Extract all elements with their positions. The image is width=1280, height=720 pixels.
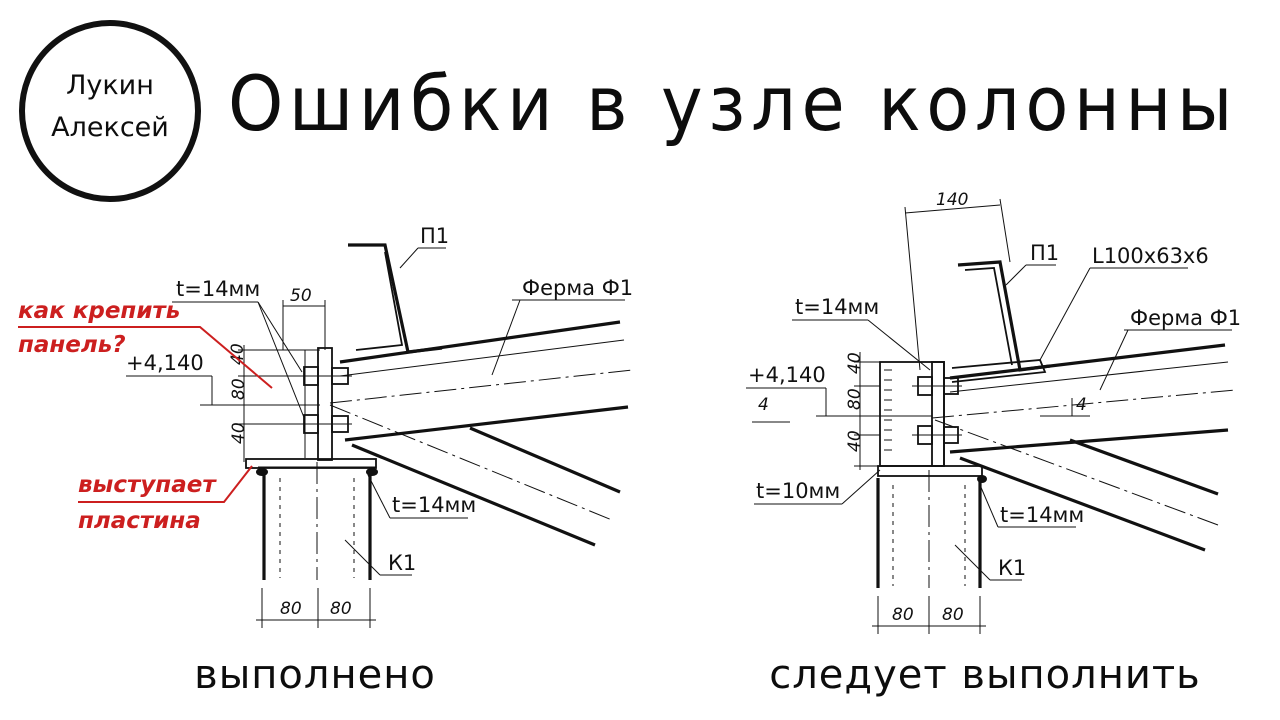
- left-bolts: [298, 366, 352, 434]
- left-base-plate: [245, 458, 377, 469]
- right-mid-plate-thickness: t=10мм: [756, 479, 840, 503]
- left-dim-80: 80: [229, 378, 249, 400]
- author-badge: Лукин Алексей: [19, 20, 201, 202]
- left-note-panel-line2: панель?: [18, 332, 126, 358]
- right-dim-80-right: 80: [942, 605, 964, 625]
- right-plate-hatch: [884, 369, 892, 451]
- right-dim-40-bottom: 40: [845, 430, 865, 452]
- left-dim-40-top: 40: [228, 343, 248, 365]
- left-dim-80-right: 80: [330, 599, 352, 619]
- right-column-label: К1: [998, 556, 1026, 580]
- right-bolts: [912, 376, 962, 445]
- right-dim-80-left: 80: [892, 605, 914, 625]
- left-dim-50: 50: [290, 286, 312, 306]
- author-last-name: Алексей: [51, 112, 169, 143]
- right-top-plate-thickness: t=14мм: [795, 295, 879, 319]
- left-weld-left: [256, 468, 268, 476]
- left-column-label: К1: [388, 551, 416, 575]
- left-truss-diagonal: [329, 404, 621, 547]
- left-truss-label: Ферма Ф1: [522, 276, 633, 300]
- right-dim-140: 140: [936, 190, 968, 210]
- right-caption: следует выполнить: [769, 652, 1201, 698]
- right-weld-4-left: 4: [758, 395, 769, 415]
- right-truss-diagonal: [934, 419, 1219, 552]
- left-flange-plate: [317, 347, 333, 461]
- left-weld-right: [366, 468, 378, 476]
- right-dim-40-top: 40: [845, 352, 865, 374]
- left-note-panel-leader: [18, 326, 273, 389]
- left-bottom-plate-thickness: t=14мм: [392, 493, 476, 517]
- left-truss-top-chord: [329, 320, 633, 442]
- left-note-plate-line2: пластина: [78, 508, 201, 534]
- right-dim-80: 80: [845, 388, 865, 410]
- right-elevation: +4,140: [748, 363, 826, 387]
- left-dim-40-bottom: 40: [229, 422, 249, 444]
- right-bottom-plate-thickness: t=14мм: [1000, 503, 1084, 527]
- right-panel-profile: [957, 260, 1051, 372]
- right-weld-4-right: 4: [1076, 395, 1087, 415]
- left-node-drawing: П1 Ферма Ф1 К1 t=14мм t=14мм 50 40 80 40…: [18, 224, 633, 698]
- right-node-drawing: 140 П1 L100x63x6 Ферма Ф1 К1 t=14мм t=14…: [746, 190, 1241, 698]
- left-dim-80-left: 80: [280, 599, 302, 619]
- right-cap-plate: [877, 465, 983, 477]
- left-note-plate-leader: [78, 465, 253, 503]
- left-panel-profile: [348, 243, 443, 354]
- left-elevation: +4,140: [126, 351, 204, 375]
- left-panel-label: П1: [420, 224, 449, 248]
- right-panel-label: П1: [1030, 241, 1059, 265]
- left-note-panel-line1: как крепить: [18, 298, 180, 324]
- right-truss-top-chord: [931, 343, 1236, 454]
- left-column: [262, 462, 372, 580]
- left-note-plate-line1: выступает: [78, 472, 217, 498]
- left-top-plate-thickness: t=14мм: [176, 277, 260, 301]
- author-circle: [19, 20, 201, 202]
- author-first-name: Лукин: [66, 70, 154, 101]
- left-caption: выполнено: [194, 652, 436, 698]
- page-title: Ошибки в узле колонны: [228, 59, 1238, 148]
- right-angle-label: L100x63x6: [1092, 244, 1209, 268]
- right-column: [876, 470, 982, 588]
- right-truss-label: Ферма Ф1: [1130, 306, 1241, 330]
